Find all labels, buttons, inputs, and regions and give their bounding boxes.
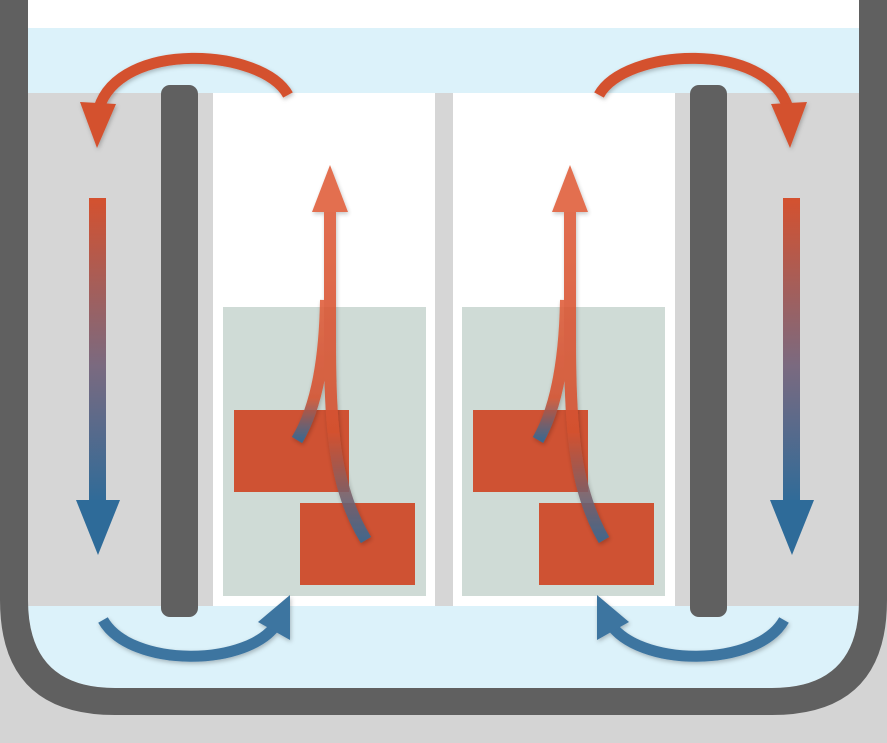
right-upflow-arrows — [532, 165, 610, 544]
left-electrode — [161, 85, 198, 617]
separator-band — [28, 93, 859, 606]
left-downflow-arrow — [76, 198, 120, 555]
right-downflow-arrow — [770, 198, 814, 555]
right-electrode — [690, 85, 727, 617]
bottom-left-flow-arrow — [98, 595, 290, 662]
bottom-right-flow-arrow — [597, 595, 789, 662]
top-right-flow-arrow — [594, 52, 807, 148]
top-left-flow-arrow — [80, 52, 293, 148]
left-upflow-arrows — [291, 165, 372, 544]
